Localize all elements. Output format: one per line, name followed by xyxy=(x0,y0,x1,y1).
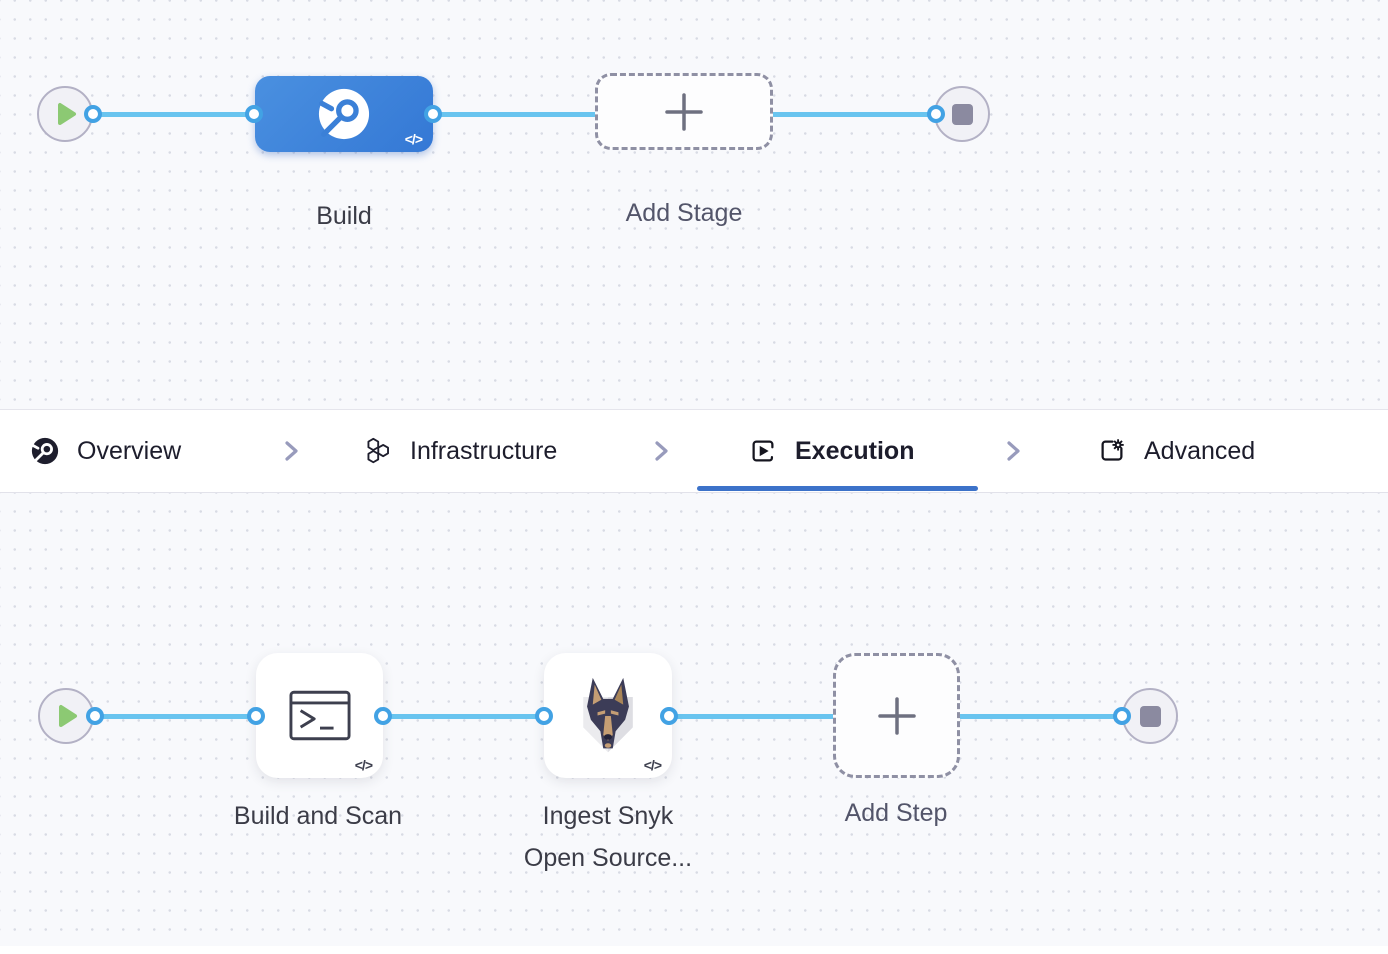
doc-gear-icon xyxy=(1101,439,1124,461)
play-icon xyxy=(59,705,77,727)
step-label-line2: Open Source... xyxy=(523,844,693,872)
add-step-button[interactable] xyxy=(833,653,960,778)
connector-line xyxy=(958,714,1124,719)
step-label-line1: Ingest Snyk xyxy=(542,802,674,830)
chevron-right-icon xyxy=(285,441,298,461)
stage-config-tab-bar: Overview Infrastructure Execution xyxy=(0,409,1388,493)
connector-line xyxy=(667,714,835,719)
add-step-label: Add Step xyxy=(844,799,948,827)
snyk-dog-icon xyxy=(583,677,633,752)
terminal-icon xyxy=(288,690,351,741)
stop-icon xyxy=(951,103,973,125)
add-stage-button[interactable] xyxy=(595,73,773,150)
tab-overview[interactable]: Overview xyxy=(30,410,181,492)
connector-line xyxy=(771,112,938,117)
stage-label: Build xyxy=(316,202,372,230)
plus-icon xyxy=(877,696,916,735)
ci-stage-icon xyxy=(318,88,370,140)
connector-dot[interactable] xyxy=(535,707,553,725)
connector-line xyxy=(95,714,258,719)
connector-line xyxy=(381,714,546,719)
chevron-right-icon xyxy=(1007,441,1020,461)
stage-canvas[interactable]: </> Build Add Stage xyxy=(0,0,1388,409)
connector-dot[interactable] xyxy=(374,707,392,725)
tab-advanced[interactable]: Advanced xyxy=(1097,410,1255,492)
connector-dot[interactable] xyxy=(84,105,102,123)
connector-dot[interactable] xyxy=(927,105,945,123)
connector-dot[interactable] xyxy=(660,707,678,725)
step-node-ingest-snyk[interactable]: </> xyxy=(544,653,672,778)
connector-dot[interactable] xyxy=(86,707,104,725)
connector-dot[interactable] xyxy=(247,707,265,725)
connector-dot[interactable] xyxy=(1113,707,1131,725)
tab-label: Execution xyxy=(795,436,915,465)
pipeline-start-node xyxy=(37,86,93,142)
step-label: Ingest Snyk Open Source... xyxy=(483,795,733,879)
tab-execution[interactable]: Execution xyxy=(748,410,914,492)
step-node-build-and-scan[interactable]: </> xyxy=(256,653,383,778)
connector-dot[interactable] xyxy=(245,105,263,123)
canvas-bottom-edge xyxy=(0,946,1388,954)
yaml-code-badge: </> xyxy=(404,131,423,147)
yaml-code-badge: </> xyxy=(643,757,662,773)
connector-line xyxy=(93,112,256,117)
play-icon xyxy=(58,103,76,125)
tab-label: Infrastructure xyxy=(410,436,558,465)
active-tab-underline xyxy=(697,486,978,491)
yaml-code-badge: </> xyxy=(354,757,373,773)
add-stage-label: Add Stage xyxy=(625,199,743,227)
plus-icon xyxy=(665,92,703,131)
tab-infrastructure[interactable]: Infrastructure xyxy=(363,410,557,492)
chevron-right-icon xyxy=(655,441,668,461)
step-label: Build and Scan xyxy=(233,802,403,830)
ci-overview-icon xyxy=(31,437,59,465)
play-square-icon xyxy=(752,440,774,462)
connector-dot[interactable] xyxy=(424,105,442,123)
hexagons-icon xyxy=(367,437,389,464)
execution-step-canvas[interactable]: </> Build and Scan </> Ingest Snyk Open … xyxy=(0,492,1388,954)
stage-node-build[interactable]: </> xyxy=(255,76,433,152)
stop-icon xyxy=(1139,705,1161,727)
tab-label: Overview xyxy=(77,436,182,465)
connector-line xyxy=(431,112,597,117)
tab-label: Advanced xyxy=(1144,436,1256,465)
